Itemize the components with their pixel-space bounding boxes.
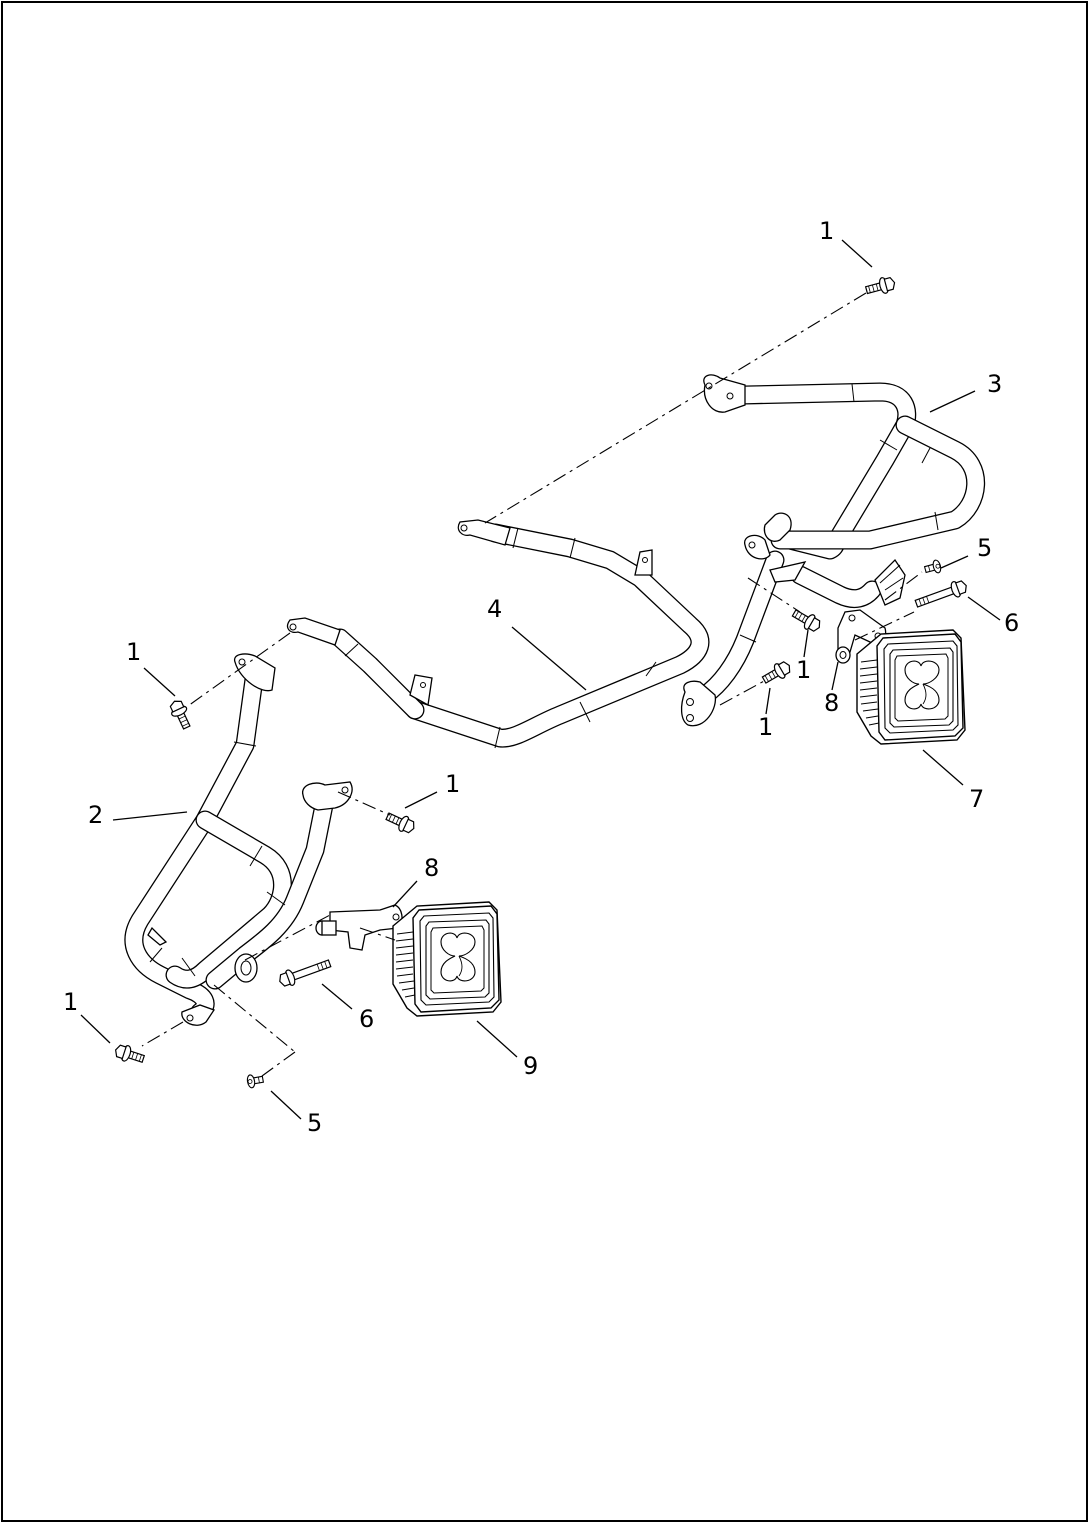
installation-lines [141,292,923,1077]
leader-lines [80,239,1001,1120]
callout-8-right: 8 [824,689,839,717]
callout-1-left-bottom: 1 [63,988,78,1016]
part-7-right-auxiliary-lamp [856,629,966,745]
callout-1-left-top: 1 [126,638,141,666]
screw-5-left [245,1072,265,1089]
bolt-1-left-bottom [112,1041,147,1068]
part-4-crossbar [286,519,710,749]
callout-6-left: 6 [359,1005,374,1033]
bolt-1-right-b [759,657,794,688]
callout-1-top: 1 [819,217,834,245]
bolt-1-right-a [789,605,824,636]
callout-5-right: 5 [977,534,992,562]
callout-labels: 1 3 5 6 1 8 1 7 4 1 2 1 8 6 1 9 5 [63,217,1019,1137]
bolt-6-right [913,577,970,612]
part-9-left-auxiliary-lamp [392,901,502,1017]
callout-7: 7 [969,785,984,813]
bolt-6-left [276,955,333,990]
bolt-1-left-top [166,697,195,732]
callout-4: 4 [487,595,502,623]
callout-1-right-a: 1 [796,656,811,684]
bolt-1-top [863,274,898,299]
part-8-bracket-left [315,904,403,951]
bolt-1-left-mid [383,808,418,837]
screw-5-right [923,558,943,577]
callout-6-right: 6 [1004,609,1019,637]
part-3-upper-right-guard [680,374,986,727]
callout-8-left: 8 [424,854,439,882]
callout-1-left-mid: 1 [445,770,460,798]
callout-1-right-b: 1 [758,713,773,741]
part-2-lower-left-guard [124,653,353,1026]
callout-3: 3 [987,370,1002,398]
callout-9: 9 [523,1052,538,1080]
callout-2: 2 [88,801,103,829]
callout-5-left: 5 [307,1109,322,1137]
